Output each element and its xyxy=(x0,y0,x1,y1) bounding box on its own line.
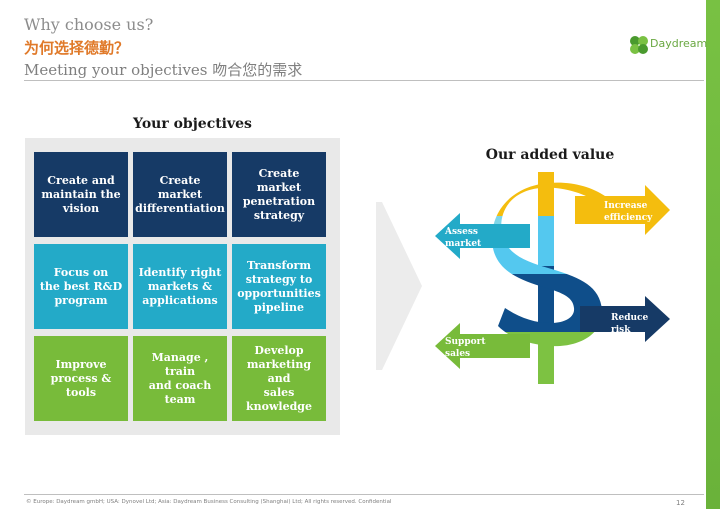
objective-tile: Create market penetration strategy xyxy=(232,152,326,237)
title-chinese: 为何选择德勤？ xyxy=(24,37,129,58)
label-reduce-risk: Reduce risk xyxy=(611,312,648,336)
subtitle: Meeting your objectives 吻合您的需求 xyxy=(24,59,302,80)
side-accent-bar xyxy=(706,0,720,509)
label-assess-market: Assess market xyxy=(445,226,481,250)
objective-tile: Transform strategy to opportunities pipe… xyxy=(232,244,326,329)
header-divider xyxy=(24,80,704,81)
objective-tile: Manage , train and coach team xyxy=(133,336,227,421)
objective-tile: Focus on the best R&D program xyxy=(34,244,128,329)
objective-tile: Identify right markets & applications xyxy=(133,244,227,329)
objective-tile: Create and maintain the vision xyxy=(34,152,128,237)
page-number: 12 xyxy=(676,499,685,507)
label-increase-efficiency: Increase efficiency xyxy=(604,200,652,224)
clover-logo-icon xyxy=(628,34,650,56)
title-english: Why choose us? xyxy=(24,15,153,34)
objectives-panel: Create and maintain the vision Create ma… xyxy=(25,138,340,435)
added-value-title: Our added value xyxy=(450,147,650,163)
objectives-title: Your objectives xyxy=(0,116,385,132)
objective-tile: Improve process & tools xyxy=(34,336,128,421)
footer-divider xyxy=(24,494,704,495)
label-support-sales: Support sales xyxy=(445,336,486,360)
flow-arrow-icon xyxy=(376,202,424,370)
footer-copyright: © Europe: Daydream gmbH; USA: Dynovel Lt… xyxy=(26,499,391,505)
objective-tile: Develop marketing and sales knowledge xyxy=(232,336,326,421)
logo-text: Daydream xyxy=(650,37,707,50)
objective-tile: Create market differentiation xyxy=(133,152,227,237)
